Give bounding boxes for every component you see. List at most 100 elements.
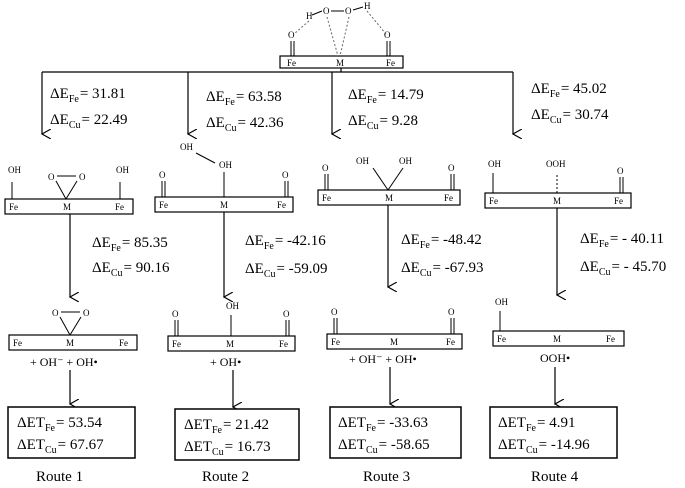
- intermediate-route2: Fe M Fe O O OH OH: [154, 142, 294, 213]
- svg-text:ΔETCu= -58.65: ΔETCu= -58.65: [338, 437, 430, 456]
- svg-text:ΔECu= - 45.70: ΔECu= - 45.70: [580, 259, 666, 278]
- svg-text:O: O: [448, 163, 455, 173]
- svg-text:OH: OH: [488, 159, 501, 169]
- svg-text:OH: OH: [8, 165, 21, 175]
- svg-text:ΔEFe= 31.81: ΔEFe= 31.81: [50, 86, 126, 105]
- svg-text:ΔECu= -67.93: ΔECu= -67.93: [401, 260, 483, 279]
- svg-text:Fe: Fe: [444, 193, 453, 203]
- branch-connectors: [42, 71, 513, 134]
- svg-text:M: M: [553, 334, 561, 344]
- svg-text:Fe: Fe: [279, 339, 288, 349]
- svg-text:Fe: Fe: [159, 200, 168, 210]
- svg-text:ΔETCu= -14.96: ΔETCu= -14.96: [498, 437, 590, 456]
- svg-text:O: O: [283, 309, 290, 319]
- svg-text:+ OH⁻ + OH•: + OH⁻ + OH•: [30, 355, 98, 369]
- step2-arrows: [70, 205, 557, 297]
- svg-text:ΔEFe= 63.58: ΔEFe= 63.58: [206, 89, 282, 108]
- intermediate-route1: Fe M Fe OH OH O O: [4, 165, 134, 215]
- svg-text:ΔEFe= 45.02: ΔEFe= 45.02: [531, 81, 607, 100]
- step1-energy-route4: ΔEFe= 45.02 ΔECu= 30.74: [531, 81, 609, 126]
- svg-text:+ OH⁻ + OH•: + OH⁻ + OH•: [349, 352, 417, 366]
- svg-text:Route 1: Route 1: [36, 469, 83, 485]
- svg-text:O: O: [345, 6, 352, 16]
- svg-text:OH: OH: [226, 301, 239, 311]
- svg-text:OH: OH: [356, 156, 369, 166]
- step1-energy-route2: ΔEFe= 63.58 ΔECu= 42.36: [206, 89, 284, 134]
- svg-text:OH: OH: [116, 165, 129, 175]
- svg-text:+ OH•: + OH•: [210, 355, 241, 369]
- svg-text:Fe: Fe: [13, 338, 22, 348]
- route-labels: Route 1 Route 2 Route 3 Route 4: [36, 469, 579, 485]
- svg-text:Fe: Fe: [614, 196, 623, 206]
- result-box-route1: ΔETFe= 53.54 ΔETCu= 67.67: [7, 406, 136, 459]
- svg-text:ΔEFe= - 40.11: ΔEFe= - 40.11: [580, 231, 664, 250]
- final-route1: Fe M Fe O O: [8, 308, 138, 351]
- svg-text:O: O: [617, 166, 624, 176]
- svg-text:Route 4: Route 4: [531, 469, 579, 485]
- svg-text:OOH•: OOH•: [540, 351, 570, 365]
- released-species: + OH⁻ + OH• + OH• + OH⁻ + OH• OOH•: [30, 351, 570, 369]
- svg-text:Fe: Fe: [446, 337, 455, 347]
- svg-text:Fe: Fe: [119, 338, 128, 348]
- svg-text:ΔECu= -59.09: ΔECu= -59.09: [245, 261, 327, 280]
- svg-text:H: H: [364, 1, 371, 11]
- svg-text:Fe: Fe: [9, 202, 18, 212]
- final-route4: Fe M Fe OH: [492, 297, 625, 347]
- svg-text:M: M: [220, 200, 228, 210]
- svg-text:M: M: [66, 338, 74, 348]
- svg-text:ΔETFe= -33.63: ΔETFe= -33.63: [338, 415, 428, 434]
- svg-text:O: O: [79, 172, 86, 182]
- svg-text:O: O: [48, 172, 55, 182]
- svg-text:O: O: [52, 308, 59, 318]
- result-box-route4: ΔETFe= 4.91 ΔETCu= -14.96: [489, 406, 618, 459]
- step2-energy-route4: ΔEFe= - 40.11 ΔECu= - 45.70: [580, 231, 666, 278]
- svg-text:O: O: [322, 163, 329, 173]
- svg-text:H: H: [306, 11, 313, 21]
- svg-text:ΔETFe= 4.91: ΔETFe= 4.91: [498, 415, 575, 434]
- final-route2: Fe M Fe O O OH: [167, 301, 296, 352]
- svg-text:ΔECu= 90.16: ΔECu= 90.16: [92, 260, 170, 279]
- svg-text:ΔECu= 30.74: ΔECu= 30.74: [531, 107, 609, 126]
- svg-text:O: O: [331, 307, 338, 317]
- svg-text:OOH: OOH: [546, 159, 566, 169]
- svg-text:O: O: [159, 170, 166, 180]
- svg-text:M: M: [390, 337, 398, 347]
- svg-text:Fe: Fe: [287, 58, 296, 68]
- svg-text:ΔEFe= -42.16: ΔEFe= -42.16: [245, 233, 326, 252]
- svg-text:O: O: [448, 307, 455, 317]
- svg-text:Fe: Fe: [331, 337, 340, 347]
- step1-energy-route1: ΔEFe= 31.81 ΔECu= 22.49: [50, 86, 127, 131]
- svg-text:M: M: [336, 58, 344, 68]
- svg-text:ΔECu= 22.49: ΔECu= 22.49: [50, 112, 127, 131]
- step1-energy-route3: ΔEFe= 14.79 ΔECu= 9.28: [348, 87, 424, 132]
- svg-text:Fe: Fe: [322, 193, 331, 203]
- svg-text:OH: OH: [219, 160, 232, 170]
- svg-text:OH: OH: [180, 142, 193, 152]
- intermediate-route3: Fe M Fe O O OH OH: [317, 156, 461, 206]
- svg-text:Route 2: Route 2: [202, 469, 249, 485]
- initial-structure: Fe M Fe O O H O O H: [279, 1, 404, 72]
- svg-text:Fe: Fe: [386, 58, 395, 68]
- step2-energy-route2: ΔEFe= -42.16 ΔECu= -59.09: [245, 233, 327, 280]
- final-route3: Fe M Fe O O: [326, 307, 463, 350]
- svg-text:ΔEFe= -48.42: ΔEFe= -48.42: [401, 232, 482, 251]
- svg-text:O: O: [384, 30, 391, 40]
- result-box-route2: ΔETFe= 21.42 ΔETCu= 16.73: [174, 408, 300, 461]
- svg-text:ΔETCu= 16.73: ΔETCu= 16.73: [184, 439, 271, 458]
- svg-text:Fe: Fe: [115, 202, 124, 212]
- svg-text:ΔECu= 9.28: ΔECu= 9.28: [348, 113, 418, 132]
- svg-text:Fe: Fe: [489, 196, 498, 206]
- svg-text:O: O: [83, 308, 90, 318]
- svg-text:M: M: [385, 193, 393, 203]
- svg-text:O: O: [323, 6, 330, 16]
- svg-text:Fe: Fe: [172, 339, 181, 349]
- svg-text:M: M: [63, 202, 71, 212]
- svg-text:ΔETFe= 53.54: ΔETFe= 53.54: [17, 415, 102, 434]
- svg-text:O: O: [288, 30, 295, 40]
- svg-text:O: O: [282, 170, 289, 180]
- svg-text:ΔETFe= 21.42: ΔETFe= 21.42: [184, 417, 269, 436]
- svg-text:O: O: [172, 309, 179, 319]
- svg-text:OH: OH: [495, 297, 508, 307]
- svg-text:Fe: Fe: [606, 334, 615, 344]
